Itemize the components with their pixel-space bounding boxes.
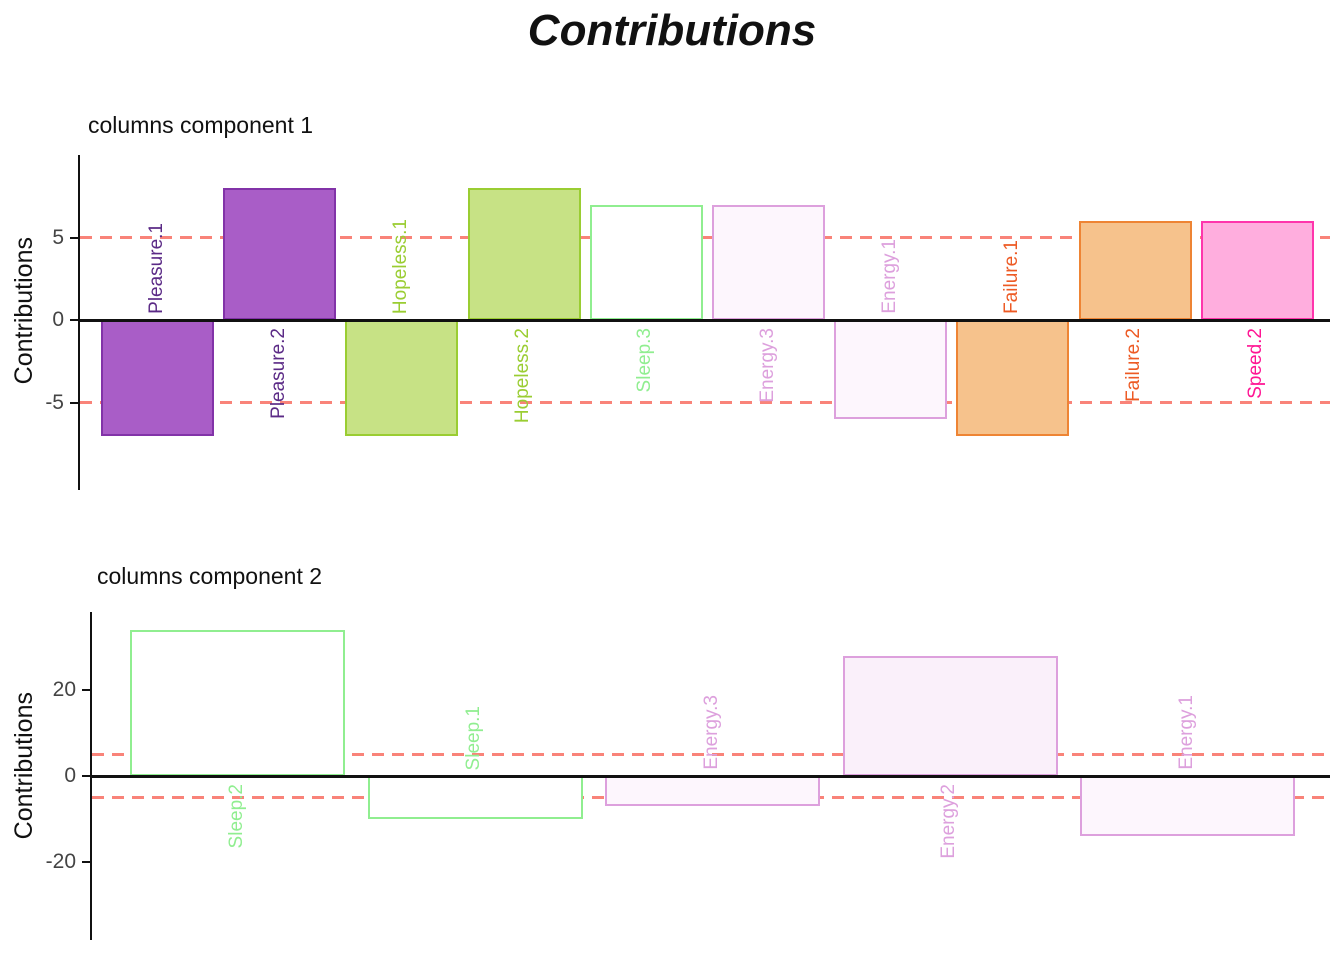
y-tick-mark [70, 319, 78, 321]
bar-pleasure-2 [223, 188, 337, 320]
y-tick-mark [82, 860, 90, 863]
panel-1-title: columns component 1 [88, 112, 314, 138]
y-tick-label: -20 [45, 849, 76, 873]
y-tick-label: 20 [52, 678, 76, 702]
y-axis-line [78, 155, 80, 490]
bar-failure-1 [956, 320, 1070, 436]
bar-label-sleep-2: Sleep.2 [225, 784, 247, 849]
bar-energy-3 [712, 204, 825, 320]
bar-failure-2 [1078, 221, 1192, 320]
y-axis-line [90, 612, 92, 940]
bar-speed-2 [1200, 221, 1314, 320]
plot-title: Contributions [527, 6, 817, 55]
y-tick-mark [82, 689, 90, 692]
y-tick-label: -5 [45, 390, 64, 414]
y-tick-label: 0 [64, 764, 76, 787]
panel-2-y-axis-title: Contributions [10, 692, 38, 840]
bar-label-energy-2: Energy.2 [938, 784, 959, 859]
bar-label-energy-1: Energy.1 [1175, 695, 1197, 770]
bar-hopeless-1 [345, 320, 459, 436]
y-tick-label: 0 [52, 308, 64, 331]
y-tick-mark [82, 775, 90, 777]
bar-label-sleep-1: Sleep.1 [463, 705, 484, 770]
panel-2-title: columns component 2 [97, 563, 323, 589]
y-tick-label: 5 [52, 225, 64, 249]
bar-pleasure-1 [101, 320, 214, 436]
bar-hopeless-2 [467, 188, 581, 320]
bar-label-energy-3: Energy.3 [700, 695, 722, 770]
reference-line [80, 401, 1330, 404]
zero-axis-line [80, 318, 1330, 322]
reference-line [92, 753, 1330, 757]
bar-energy-3 [605, 776, 820, 806]
bar-energy-1 [834, 320, 948, 419]
zero-axis-line [92, 774, 1330, 778]
y-tick-mark [70, 401, 78, 404]
panel-1-y-axis-title: Contributions [10, 237, 38, 385]
reference-line [80, 236, 1330, 239]
bar-energy-1 [1080, 776, 1295, 836]
bar-sleep-1 [367, 776, 583, 819]
bar-sleep-2 [130, 630, 345, 776]
y-tick-mark [70, 236, 78, 239]
bar-energy-2 [842, 656, 1058, 776]
